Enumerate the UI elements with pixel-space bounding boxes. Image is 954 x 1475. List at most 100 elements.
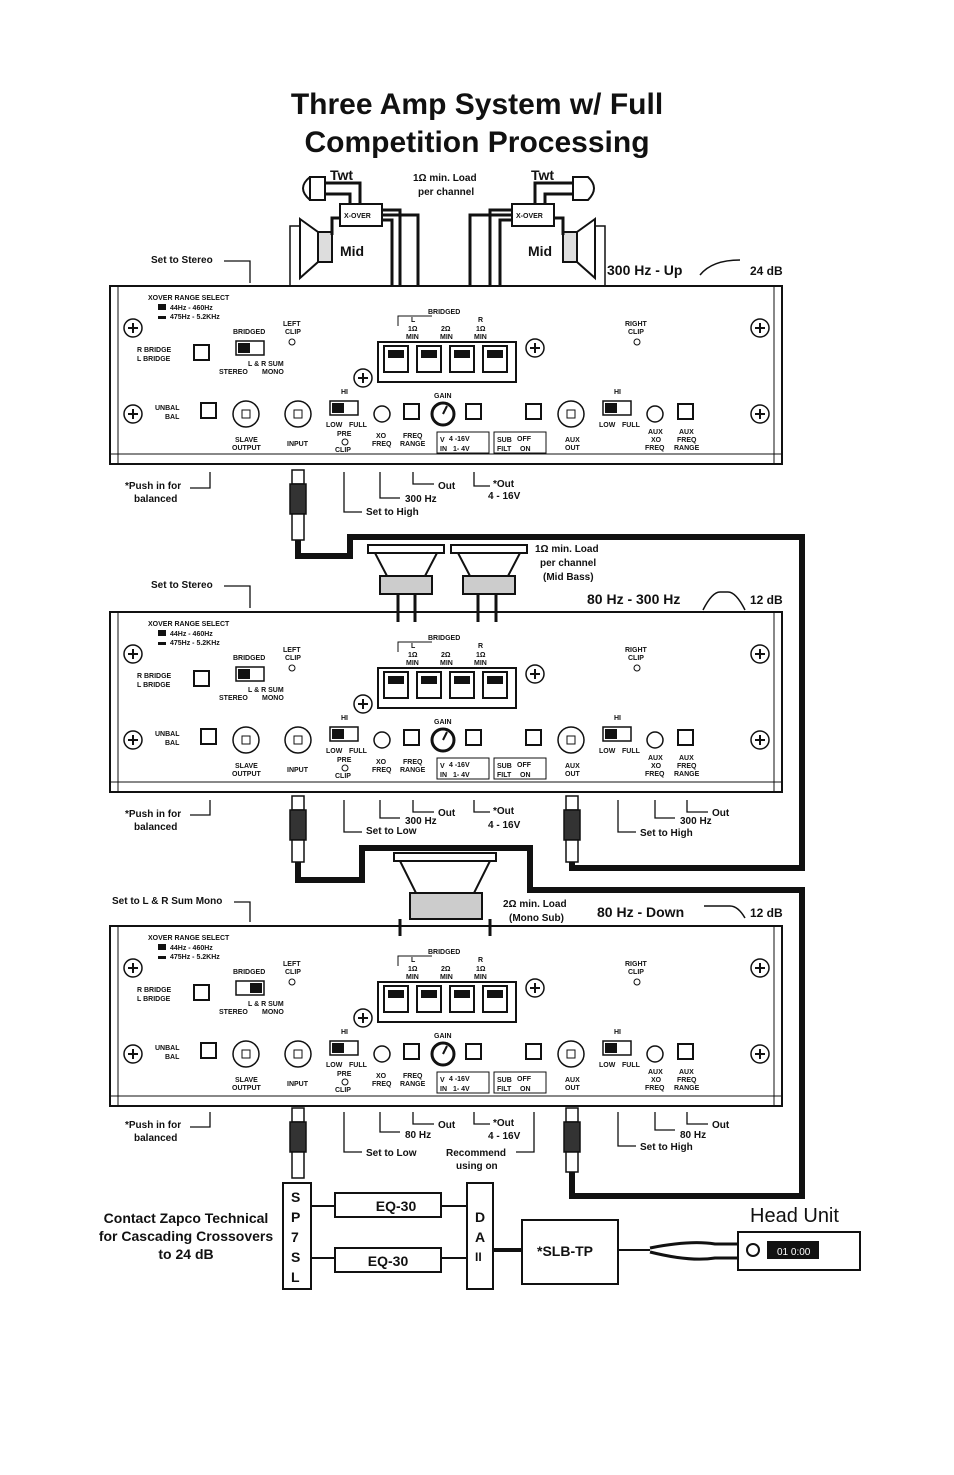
amp3-pre: PRE — [337, 1071, 352, 1078]
amp2-aux: AUX — [565, 763, 580, 770]
amp2-bridged-top: BRIDGED — [428, 635, 460, 642]
amp2-voltage-button[interactable] — [465, 729, 482, 746]
amp3-bridge-button[interactable] — [193, 984, 210, 1001]
amp2-freq-range-button[interactable] — [403, 729, 420, 746]
using-on-3: using on — [456, 1161, 498, 1172]
amp3-aux-range-button[interactable] — [677, 1043, 694, 1060]
amp3-screw-tr-cross — [755, 963, 765, 973]
push-in-1: *Push in for — [125, 481, 181, 492]
amp1-input-din[interactable] — [284, 400, 312, 428]
amp1-sub-filter-button[interactable] — [525, 403, 542, 420]
amp2-output: OUTPUT — [232, 771, 262, 778]
amp1-slave: SLAVE — [235, 437, 258, 444]
amp1-aux-fr-b: FREQ — [677, 437, 697, 444]
amp2-bal-button[interactable] — [200, 728, 217, 745]
amp1-aux-out-din[interactable] — [557, 400, 585, 428]
eq30-label-1: EQ-30 — [376, 1198, 417, 1214]
range-2: 4 - 16V — [488, 820, 521, 831]
amp3-sub-filter-button[interactable] — [525, 1043, 542, 1060]
amp3-terminal-1[interactable] — [383, 985, 409, 1013]
amp3-low: LOW — [326, 1062, 343, 1069]
amp2-sub-filter-button[interactable] — [525, 729, 542, 746]
amp3-freq-range-button[interactable] — [403, 1043, 420, 1060]
amp2-sub-filt-box — [493, 757, 547, 780]
amp3-terminal-3[interactable] — [449, 985, 475, 1013]
amp2-xo-freq: FREQ — [372, 767, 392, 774]
amp3-aux-xo-knob[interactable] — [646, 1045, 664, 1063]
amp3-range-switch-up — [158, 944, 166, 950]
amp2-screw-bl-cross — [128, 735, 138, 745]
amp2-terminal-1[interactable] — [383, 671, 409, 699]
set-high-1: Set to High — [366, 507, 419, 518]
amp1-bal-button[interactable] — [200, 402, 217, 419]
amp1-aux-xo-knob[interactable] — [646, 405, 664, 423]
amp2-slave-output-din[interactable] — [232, 726, 260, 754]
amp3-bridged-left: BRIDGED — [233, 969, 265, 976]
amp2-bridge-button[interactable] — [193, 670, 210, 687]
amp2-xo-freq-knob[interactable] — [373, 731, 391, 749]
amp1-fr-range: RANGE — [400, 441, 426, 448]
amp2-hi: HI — [341, 715, 348, 722]
amp3-input-din[interactable] — [284, 1040, 312, 1068]
amp2-fr-range: RANGE — [400, 767, 426, 774]
amp2-aux-xo-knob[interactable] — [646, 731, 664, 749]
amp3-terminal-4[interactable] — [482, 985, 508, 1013]
load-label-sub-2: (Mono Sub) — [509, 913, 564, 924]
rca-plug-2 — [289, 795, 307, 863]
amp3-v416: 4 -16V — [449, 1076, 470, 1083]
amp1-bracket-l — [397, 315, 432, 326]
amp3-aux-out: OUT — [565, 1085, 581, 1092]
amp3-v: V — [440, 1077, 445, 1084]
amp1-bridge-button[interactable] — [193, 344, 210, 361]
amp2-terminal-2[interactable] — [416, 671, 442, 699]
amp3-slave-output-din[interactable] — [232, 1040, 260, 1068]
amp2-aux-range-button[interactable] — [677, 729, 694, 746]
amp2-screw-tr-cross — [755, 649, 765, 659]
amp1-right-clip-b: CLIP — [628, 329, 644, 336]
amp3-fr-range: RANGE — [400, 1081, 426, 1088]
amp1-left-clip-a: LEFT — [283, 321, 301, 328]
out-1: Out — [438, 481, 456, 492]
amp1-terminal-screw-1 — [388, 350, 404, 358]
amp2-input-din[interactable] — [284, 726, 312, 754]
amp1-terminal-4[interactable] — [482, 345, 508, 373]
amp3-terminal-screw-l-cross — [358, 1013, 368, 1023]
amp3-input: INPUT — [287, 1081, 309, 1088]
amp1-terminal-2[interactable] — [416, 345, 442, 373]
amp3-stereo: STEREO — [219, 1009, 248, 1016]
amp1-aux-fr-a: AUX — [679, 429, 694, 436]
range-3: 4 - 16V — [488, 1131, 521, 1142]
amp3-terminal-2[interactable] — [416, 985, 442, 1013]
amp1-freq-range-button[interactable] — [403, 403, 420, 420]
amp1-notes: *Push in for balanced Set to High 300 Hz… — [125, 472, 521, 518]
amp3-hi: HI — [341, 1029, 348, 1036]
amp1-terminal-3[interactable] — [449, 345, 475, 373]
amp1-slave-output-din[interactable] — [232, 400, 260, 428]
amp1-terminal-screw-4 — [487, 350, 503, 358]
set-low-3: Set to Low — [366, 1148, 417, 1159]
amp2-right-clip-a: RIGHT — [625, 647, 648, 654]
amp3-clip: CLIP — [335, 1087, 351, 1094]
amp2-aux-out-din[interactable] — [557, 726, 585, 754]
amp1-v: V — [440, 437, 445, 444]
amp3-aux-out-din[interactable] — [557, 1040, 585, 1068]
amp2-right-clip-b: CLIP — [628, 655, 644, 662]
amp1-xo-freq-knob[interactable] — [373, 405, 391, 423]
title-line-1: Three Amp System w/ Full — [290, 88, 664, 121]
amp3-voltage-button[interactable] — [465, 1043, 482, 1060]
amp1-ohm1-l: 1Ω — [408, 326, 418, 333]
amp2-terminal-4[interactable] — [482, 671, 508, 699]
amp2-terminal-3[interactable] — [449, 671, 475, 699]
amp1-voltage-button[interactable] — [465, 403, 482, 420]
amp1-terminal-1[interactable] — [383, 345, 409, 373]
amp2-aux-xo-c: FREQ — [645, 771, 665, 778]
amp3-xo-freq-knob[interactable] — [373, 1045, 391, 1063]
amp3-bal-button[interactable] — [200, 1042, 217, 1059]
amp3-input-din-pins — [293, 1049, 303, 1059]
amp2-off: OFF — [517, 762, 532, 769]
amp1-aux-range-button[interactable] — [677, 403, 694, 420]
amp3-left-clip-a: LEFT — [283, 961, 301, 968]
amp2-clip: CLIP — [335, 773, 351, 780]
amp2-slave: SLAVE — [235, 763, 258, 770]
